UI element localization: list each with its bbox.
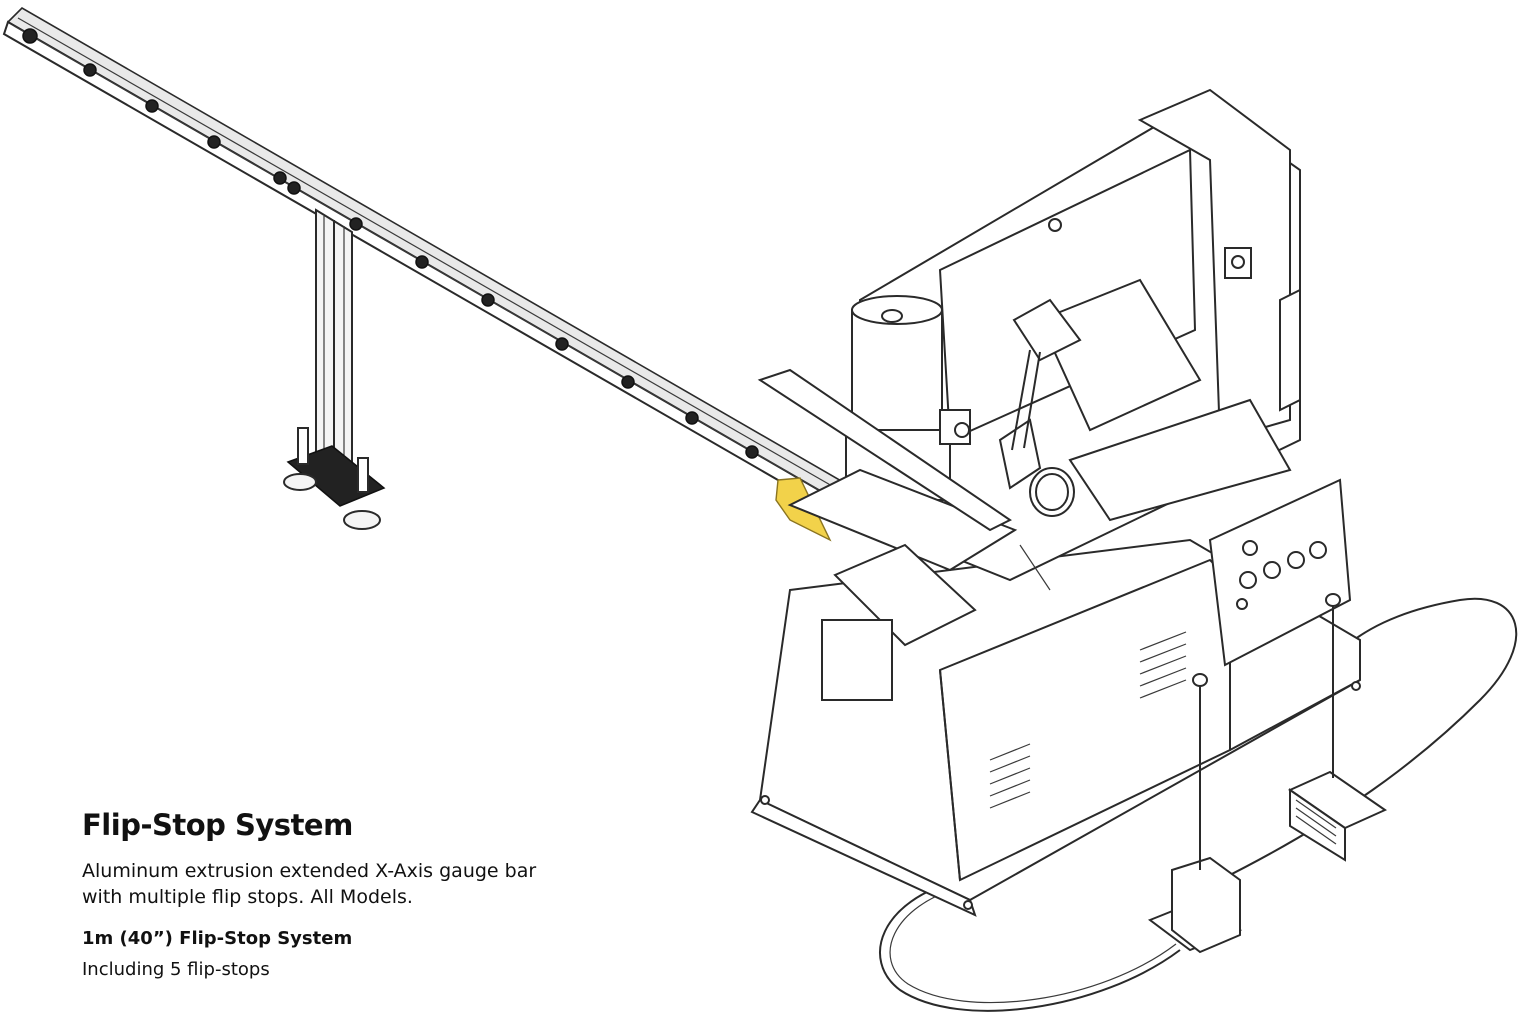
product-description: Aluminum extrusion extended X-Axis gauge… [82, 860, 537, 908]
control-panel [1208, 478, 1352, 667]
flip-stops [22, 28, 759, 459]
option-detail: Including 5 flip-stops [82, 959, 270, 980]
foot-pedal-left [1147, 673, 1243, 954]
product-title: Flip-Stop System [82, 808, 353, 842]
work-table [757, 368, 1051, 701]
tool-station [998, 278, 1292, 522]
support-stand [283, 208, 386, 530]
foot-pedal-right [1287, 593, 1388, 862]
product-text-block: Flip-Stop System Aluminum extrusion exte… [82, 808, 642, 980]
vent-slots [989, 631, 1187, 809]
option-title: 1m (40”) Flip-Stop System [82, 928, 353, 949]
